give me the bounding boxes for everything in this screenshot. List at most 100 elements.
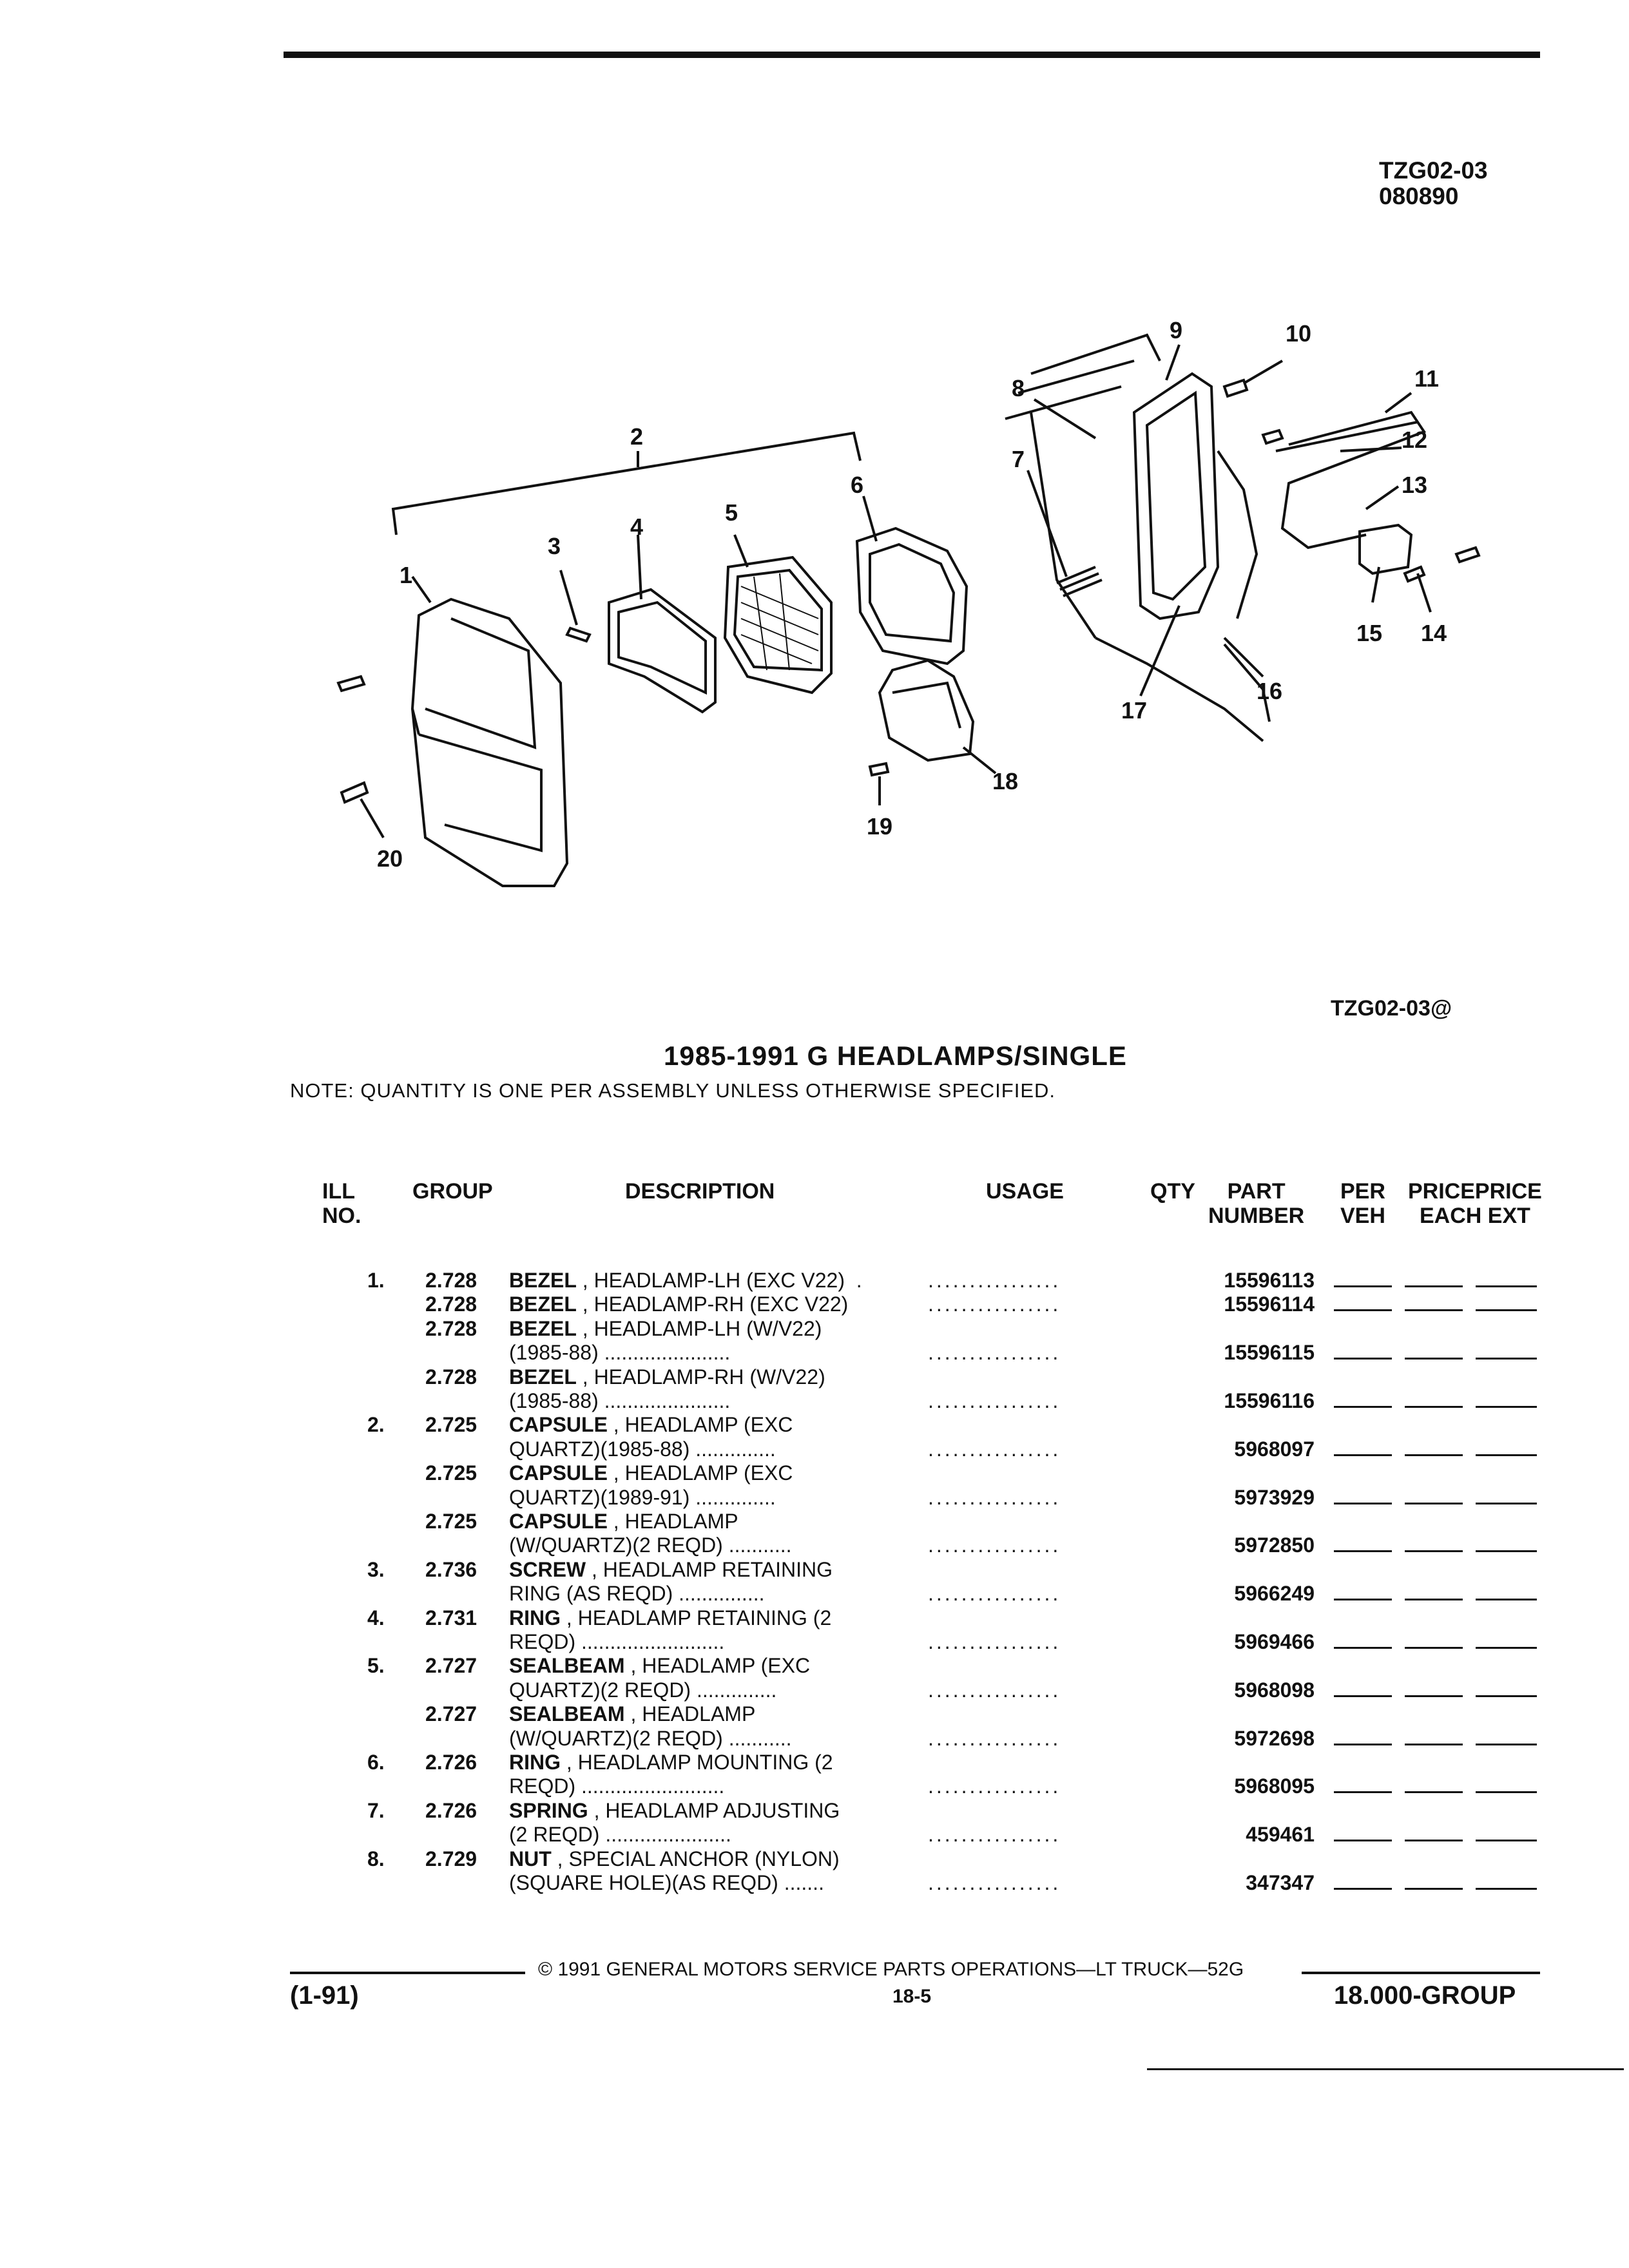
price-ext-blank bbox=[1476, 1358, 1537, 1360]
description: BEZEL , HEADLAMP-RH (EXC V22) bbox=[509, 1292, 848, 1316]
description: QUARTZ)(1985-88) .............. bbox=[509, 1437, 776, 1461]
part-name: RING bbox=[509, 1751, 561, 1774]
description: SEALBEAM , HEADLAMP (EXC bbox=[509, 1653, 810, 1678]
description: REQD) ......................... bbox=[509, 1629, 724, 1654]
part-number: 5972850 bbox=[1234, 1533, 1315, 1557]
description: REQD) ......................... bbox=[509, 1774, 724, 1798]
price-each-blank bbox=[1405, 1840, 1463, 1842]
table-row: RING (AS REQD) .........................… bbox=[0, 1581, 1629, 1606]
description: BEZEL , HEADLAMP-LH (EXC V22) . bbox=[509, 1268, 862, 1293]
description-text: , HEADLAMP RETAINING (2 bbox=[561, 1606, 832, 1629]
price-ext-blank bbox=[1476, 1888, 1537, 1890]
copyright-line: © 1991 GENERAL MOTORS SERVICE PARTS OPER… bbox=[538, 1959, 1244, 1980]
table-row: REQD) ..................................… bbox=[0, 1774, 1629, 1798]
usage-leader: ................ bbox=[928, 1293, 1061, 1316]
description: CAPSULE , HEADLAMP (EXC bbox=[509, 1412, 793, 1437]
callout-13: 13 bbox=[1402, 472, 1427, 498]
description: RING , HEADLAMP MOUNTING (2 bbox=[509, 1750, 833, 1774]
col-group: GROUP bbox=[412, 1179, 493, 1204]
callout-7: 7 bbox=[1012, 446, 1025, 472]
part-number: 459461 bbox=[1246, 1823, 1315, 1847]
callout-3: 3 bbox=[548, 533, 561, 559]
part-name: BEZEL bbox=[509, 1316, 577, 1340]
table-row: (1985-88) ..............................… bbox=[0, 1389, 1629, 1413]
table-row: QUARTZ)(1989-91) .......................… bbox=[0, 1485, 1629, 1510]
col-qty: QTY bbox=[1150, 1179, 1195, 1204]
part-name: CAPSULE bbox=[509, 1461, 608, 1485]
price-ext-blank bbox=[1476, 1791, 1537, 1794]
callout-8: 8 bbox=[1012, 375, 1025, 401]
callout-1: 1 bbox=[400, 562, 412, 588]
part-name: BEZEL bbox=[509, 1365, 577, 1389]
usage-leader: ................ bbox=[928, 1389, 1061, 1412]
price-each-blank bbox=[1405, 1502, 1463, 1504]
callout-2: 2 bbox=[630, 423, 643, 450]
usage-leader: ................ bbox=[928, 1871, 1061, 1894]
description-text: (W/QUARTZ)(2 REQD) ........... bbox=[509, 1533, 792, 1557]
description: (2 REQD) ...................... bbox=[509, 1822, 731, 1847]
part-number: 15596116 bbox=[1224, 1389, 1315, 1412]
group-no: 2.726 bbox=[425, 1751, 477, 1774]
description: CAPSULE , HEADLAMP (EXC bbox=[509, 1461, 793, 1485]
description-text: , HEADLAMP bbox=[607, 1510, 738, 1533]
price-each-blank bbox=[1405, 1285, 1463, 1287]
price-each-blank bbox=[1405, 1888, 1463, 1890]
description: (1985-88) ...................... bbox=[509, 1340, 730, 1365]
per-veh-blank bbox=[1334, 1309, 1392, 1312]
part-number: 5969466 bbox=[1234, 1630, 1315, 1653]
description: CAPSULE , HEADLAMP bbox=[509, 1509, 738, 1533]
callout-6: 6 bbox=[851, 472, 863, 498]
ill-no: 8. bbox=[367, 1847, 385, 1870]
exploded-parts-diagram: 1 2 3 4 5 6 7 8 9 10 11 12 13 14 15 16 1… bbox=[336, 317, 1481, 887]
part-number: 5968097 bbox=[1234, 1437, 1315, 1461]
description-text: QUARTZ)(1985-88) .............. bbox=[509, 1437, 776, 1461]
part-name: NUT bbox=[509, 1847, 552, 1870]
doc-code: TZG02-03 bbox=[1379, 157, 1488, 184]
usage-leader: ................ bbox=[928, 1774, 1061, 1798]
description: SEALBEAM , HEADLAMP bbox=[509, 1702, 755, 1726]
callout-17: 17 bbox=[1121, 697, 1147, 724]
doc-date: 080890 bbox=[1379, 183, 1459, 209]
part-number: 15596114 bbox=[1224, 1293, 1315, 1316]
price-each-blank bbox=[1405, 1406, 1463, 1408]
part-name: SEALBEAM bbox=[509, 1702, 625, 1726]
callout-10: 10 bbox=[1286, 320, 1311, 347]
per-veh-blank bbox=[1334, 1454, 1392, 1456]
group-no: 2.728 bbox=[425, 1365, 477, 1389]
quantity-note: NOTE: QUANTITY IS ONE PER ASSEMBLY UNLES… bbox=[290, 1079, 1056, 1102]
part-name: BEZEL bbox=[509, 1269, 577, 1292]
per-veh-blank bbox=[1334, 1502, 1392, 1504]
part-number: 15596115 bbox=[1224, 1341, 1315, 1365]
price-each-blank bbox=[1405, 1550, 1463, 1553]
description-text: REQD) ......................... bbox=[509, 1774, 725, 1798]
price-each-blank bbox=[1405, 1454, 1463, 1456]
table-row: (W/QUARTZ)(2 REQD) .....................… bbox=[0, 1726, 1629, 1751]
col-description: DESCRIPTION bbox=[625, 1179, 775, 1204]
page-title: 1985-1991 G HEADLAMPS/SINGLE bbox=[664, 1041, 1127, 1071]
table-row: REQD) ..................................… bbox=[0, 1629, 1629, 1654]
per-veh-blank bbox=[1334, 1791, 1392, 1794]
description: RING , HEADLAMP RETAINING (2 bbox=[509, 1606, 831, 1630]
description-text: (W/QUARTZ)(2 REQD) ........... bbox=[509, 1726, 792, 1750]
description: (W/QUARTZ)(2 REQD) ........... bbox=[509, 1533, 792, 1557]
description: (1985-88) ...................... bbox=[509, 1389, 730, 1413]
description: QUARTZ)(1989-91) .............. bbox=[509, 1485, 776, 1510]
page-number: 18-5 bbox=[892, 1986, 932, 2007]
callout-19: 19 bbox=[867, 813, 892, 840]
per-veh-blank bbox=[1334, 1550, 1392, 1553]
usage-leader: ................ bbox=[928, 1678, 1061, 1702]
part-number: 5972698 bbox=[1234, 1726, 1315, 1750]
price-ext-blank bbox=[1476, 1406, 1537, 1408]
callout-9: 9 bbox=[1170, 317, 1182, 343]
part-number: 15596113 bbox=[1224, 1269, 1315, 1292]
description-text: (1985-88) ...................... bbox=[509, 1341, 731, 1365]
